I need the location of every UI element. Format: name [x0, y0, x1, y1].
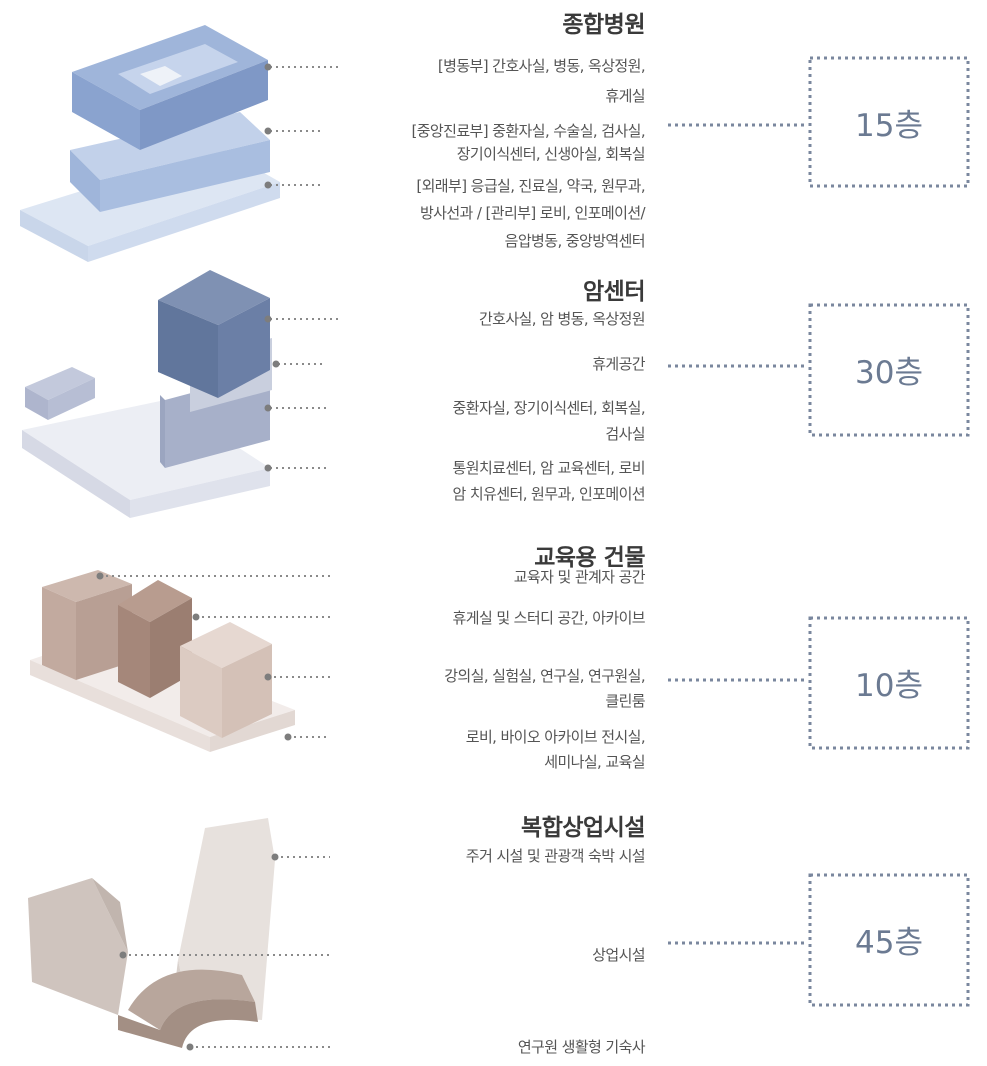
leader-lines	[100, 66, 808, 1048]
leader-dot	[264, 127, 272, 135]
leader-dot	[264, 404, 272, 412]
hospital-mid-top	[70, 112, 270, 180]
cancer-item-3-line-1: 중환자실, 장기이식센터, 회복실,	[452, 399, 646, 417]
hospital-core	[140, 66, 182, 86]
hospital-item-3-line-3: 음압병동, 중앙방역센터	[504, 232, 646, 250]
commercial-item-2: 상업시설	[592, 946, 645, 964]
floor-count-45: 45층	[855, 924, 923, 961]
edu-box2-top	[118, 580, 192, 622]
leader-dot	[264, 63, 272, 71]
cancer-tower-front	[218, 298, 270, 398]
edu-box1-top	[42, 570, 132, 602]
cancer-tower-left	[158, 300, 218, 398]
leader-dot	[264, 181, 272, 189]
leader-dot	[186, 1043, 194, 1051]
leader-dot	[264, 673, 272, 681]
commercial-item-1: 주거 시설 및 관광객 숙박 시설	[465, 847, 646, 865]
education-building	[30, 570, 295, 752]
cancer-item-1: 간호사실, 암 병동, 옥상정원	[478, 310, 646, 328]
education-item-3-line-1: 강의실, 실험실, 연구실, 연구원실,	[444, 667, 645, 685]
cancer-wing-left	[25, 387, 48, 420]
hospital-item-2-line-2: 장기이식센터, 신생아실, 회복실	[456, 145, 646, 163]
hospital-base-front	[88, 182, 280, 262]
com-bridge-top	[128, 969, 255, 1030]
edu-base-left	[30, 660, 210, 752]
commercial-title: 복합상업시설	[521, 815, 645, 841]
cancer-item-4-line-1: 통원치료센터, 암 교육센터, 로비	[452, 459, 646, 477]
leader-dot	[284, 733, 292, 741]
commercial-item-3: 연구원 생활형 기숙사	[517, 1038, 646, 1056]
education-item-1: 교육자 및 관계자 공간	[513, 568, 646, 586]
cancer-title: 암센터	[583, 279, 645, 305]
hospital-title: 종합병원	[562, 12, 645, 38]
floor-frame-10	[808, 616, 970, 750]
floor-frame-30	[808, 303, 970, 437]
cancer-center-building	[22, 270, 272, 518]
cancer-base-left	[22, 430, 130, 518]
com-left-face	[28, 878, 128, 1015]
leader-dot	[271, 853, 279, 861]
edu-box3-top	[180, 622, 272, 668]
leader-dot	[192, 613, 200, 621]
cancer-wing-front	[48, 378, 95, 420]
floor-frame-15	[808, 56, 970, 188]
hospital-top-left	[72, 72, 140, 150]
hospital-item-1-line-2: 휴게실	[605, 87, 645, 105]
education-item-2: 휴게실 및 스터디 공간, 아카이브	[452, 609, 646, 627]
cancer-mid-left	[160, 395, 165, 468]
hospital-building	[20, 25, 280, 262]
hospital-item-2-line-1: [중앙진료부] 중환자실, 수술실, 검사실,	[411, 122, 645, 140]
cancer-item-4-line-2: 암 치유센터, 원무과, 인포메이션	[452, 485, 646, 503]
leader-dot	[264, 464, 272, 472]
leader-dot	[119, 951, 127, 959]
floor-frames	[808, 56, 970, 1007]
commercial-building	[28, 818, 275, 1048]
leader-dots	[96, 63, 292, 1051]
hospital-item-3-line-2: 방사선과 / [관리부] 로비, 인포메이션/	[419, 204, 646, 222]
cancer-base-front	[130, 468, 270, 518]
edu-box1-left	[42, 587, 76, 680]
com-right-face	[178, 818, 275, 1020]
leader-dot	[96, 572, 104, 580]
edu-box2-left	[118, 605, 150, 698]
hospital-mid-front	[100, 140, 270, 212]
education-item-4-line-1: 로비, 바이오 아카이브 전시실,	[465, 728, 646, 746]
hospital-base-left	[20, 210, 88, 262]
hospital-item-3-line-1: [외래부] 응급실, 진료실, 약국, 원무과,	[416, 177, 645, 195]
education-item-4-line-2: 세미나실, 교육실	[544, 753, 645, 771]
floor-count-10: 10층	[855, 667, 923, 704]
com-bridge-front	[118, 999, 258, 1048]
cancer-wing-top	[25, 367, 95, 400]
cancer-item-2: 휴게공간	[592, 355, 645, 373]
hospital-mid-left	[70, 150, 100, 212]
cancer-item-3-line-2: 검사실	[605, 425, 645, 443]
leader-dot	[264, 315, 272, 323]
hospital-top-front	[140, 60, 268, 150]
hospital-item-1-line-1: [병동부] 간호사실, 병동, 옥상정원,	[437, 57, 646, 75]
com-left-side	[92, 878, 128, 952]
floor-count-30: 30층	[855, 354, 923, 391]
floor-count-15: 15층	[855, 107, 923, 144]
education-title: 교육용 건물	[534, 545, 645, 571]
cancer-tower-top	[158, 270, 270, 325]
cancer-base-top	[22, 400, 270, 500]
edu-base-front	[210, 710, 295, 752]
hospital-courtyard	[118, 44, 238, 94]
floor-frame-45	[808, 873, 970, 1007]
leader-dot	[272, 360, 280, 368]
education-item-3-line-2: 클린룸	[605, 692, 645, 710]
edu-box3-front	[222, 644, 272, 738]
edu-box3-left	[180, 646, 222, 738]
